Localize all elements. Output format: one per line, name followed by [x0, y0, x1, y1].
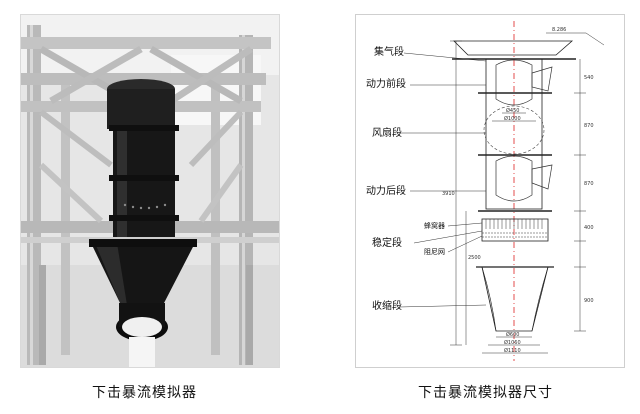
label-contraction: 收缩段 [372, 299, 402, 312]
collector-outline [453, 40, 574, 56]
dim-inner-2: Ø1000 [504, 115, 521, 122]
dim-seg-1: 540 [584, 75, 594, 81]
photo-caption: 下击暴流模拟器 [92, 385, 197, 401]
label-honeycomb: 蜂窝器 [424, 221, 445, 230]
label-fan: 风扇段 [372, 126, 402, 139]
dim-total: 3910 [442, 191, 455, 197]
dim-outlet-2: Ø1060 [504, 339, 521, 346]
label-damping-net: 阻尼网 [424, 247, 445, 256]
dimension-diagram: 集气段 动力前段 风扇段 动力后段 蜂窝器 稳定段 阻尼网 收缩段 8.286 … [355, 14, 625, 368]
contraction-outline [481, 266, 549, 332]
stabilizer-outline [481, 218, 549, 242]
dim-seg-5: 900 [584, 298, 594, 304]
diagram-caption: 下击暴流模拟器尺寸 [418, 385, 553, 401]
rear-motor [495, 155, 533, 202]
dim-outlet-1: Ø600 [506, 331, 519, 338]
simulator-photo-drawing [21, 15, 279, 367]
dim-seg-3: 870 [584, 181, 594, 187]
label-power-front: 动力前段 [366, 77, 406, 90]
front-motor [495, 59, 533, 106]
dim-inner-1: Ø450 [506, 107, 519, 114]
fan-body-outline [485, 58, 543, 210]
label-collector: 集气段 [374, 45, 404, 58]
simulator-photo [20, 14, 280, 368]
dim-seg-4: 400 [584, 225, 594, 231]
dimension-diagram-drawing: 集气段 动力前段 风扇段 动力后段 蜂窝器 稳定段 阻尼网 收缩段 8.286 … [366, 21, 605, 361]
honeycomb-grid [485, 219, 543, 229]
dim-top-right: 8.286 [552, 27, 566, 33]
dim-seg-2: 870 [584, 123, 594, 129]
dim-outlet-3: Ø1110 [504, 347, 521, 354]
label-stabilizer: 稳定段 [372, 236, 402, 249]
fan-outline [483, 105, 545, 155]
dim-lower-total: 2500 [468, 255, 481, 261]
label-power-rear: 动力后段 [366, 184, 406, 197]
